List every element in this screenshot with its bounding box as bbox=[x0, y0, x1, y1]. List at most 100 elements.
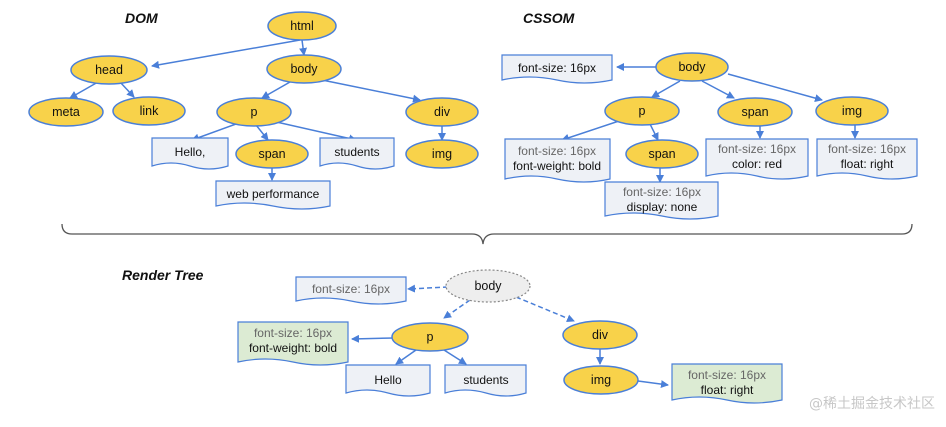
watermark: @稀土掘金技术社区 bbox=[809, 396, 935, 412]
render-node-p bbox=[391, 322, 469, 352]
cssom-box-img-line2: float: right bbox=[841, 157, 894, 171]
cssom-box-body-line1: font-size: 16px bbox=[518, 61, 596, 75]
dom-node-link-label: link bbox=[140, 104, 160, 118]
dom-node-html-label: html bbox=[290, 19, 314, 33]
edge-render-img-style bbox=[637, 380, 669, 389]
dom-node-meta bbox=[28, 97, 104, 127]
cssom-box-p bbox=[504, 138, 611, 183]
dom-node-div bbox=[405, 97, 479, 127]
render-box-p-line1: font-size: 16px bbox=[254, 326, 332, 340]
edge-render-p-students bbox=[443, 349, 467, 365]
render-node-p-label: p bbox=[427, 330, 434, 344]
dom-text-boxes: Hello, students web performance bbox=[151, 137, 395, 210]
render-box-img bbox=[671, 363, 783, 404]
cssom-node-img bbox=[815, 96, 889, 126]
edge-html-head bbox=[151, 39, 301, 69]
render-node-div-label: div bbox=[592, 328, 609, 342]
cssom-box-body bbox=[501, 54, 613, 84]
edge-render-body-p bbox=[443, 299, 471, 319]
edge-cssom-body-p bbox=[651, 80, 681, 98]
render-box-img-line2: float: right bbox=[701, 383, 754, 397]
dom-heading: DOM bbox=[125, 10, 158, 26]
edge-p-hello bbox=[191, 123, 237, 142]
dom-box-webperf bbox=[215, 180, 331, 210]
dom-node-p-label: p bbox=[251, 105, 258, 119]
render-node-img-label: img bbox=[591, 373, 611, 387]
dom-node-span-label: span bbox=[258, 147, 285, 161]
render-box-img-line1: font-size: 16px bbox=[688, 368, 766, 382]
cssom-box-p-line2: font-weight: bold bbox=[513, 159, 601, 173]
edge-render-body-style bbox=[407, 284, 449, 293]
cssom-node-body bbox=[655, 52, 729, 82]
cssom-box-span-line1: font-size: 16px bbox=[718, 142, 796, 156]
dom-box-hello-text: Hello, bbox=[175, 145, 206, 159]
edge-body-div bbox=[321, 79, 421, 103]
render-box-hello bbox=[345, 364, 431, 397]
cssom-node-body-label: body bbox=[678, 60, 706, 74]
edge-head-meta bbox=[69, 81, 99, 99]
render-nodes: body p div img bbox=[391, 269, 639, 395]
cssom-nodes: body p span img span bbox=[604, 52, 889, 169]
render-box-hello-text: Hello bbox=[374, 373, 402, 387]
dom-edges bbox=[69, 39, 446, 181]
dom-node-link bbox=[112, 96, 186, 126]
edge-cssom-p-span bbox=[649, 123, 659, 141]
cssom-box-img-line1: font-size: 16px bbox=[828, 142, 906, 156]
render-node-body-label: body bbox=[474, 279, 502, 293]
edge-head-link bbox=[119, 81, 135, 98]
cssom-node-p bbox=[604, 96, 680, 126]
render-boxes: font-size: 16px font-size: 16px font-wei… bbox=[237, 276, 783, 404]
dom-box-hello bbox=[151, 137, 229, 170]
cssom-box-p-line1: font-size: 16px bbox=[518, 144, 596, 158]
dom-node-p bbox=[216, 97, 292, 127]
cssom-node-p-label: p bbox=[639, 104, 646, 118]
edge-body-p bbox=[261, 81, 291, 99]
dom-node-html bbox=[267, 11, 337, 41]
dom-node-meta-label: meta bbox=[52, 105, 80, 119]
render-node-div bbox=[562, 320, 638, 350]
cssom-node-img-label: img bbox=[842, 104, 862, 118]
render-box-students bbox=[444, 364, 527, 397]
dom-node-img-label: img bbox=[432, 147, 452, 161]
cssom-box-span-child bbox=[604, 181, 719, 220]
dom-node-span bbox=[235, 139, 309, 169]
cssom-box-span-child-line2: display: none bbox=[627, 200, 698, 214]
merge-brace bbox=[61, 223, 913, 245]
render-box-body bbox=[295, 276, 407, 305]
edge-cssom-p-style bbox=[561, 119, 623, 142]
edge-p-students bbox=[271, 120, 357, 143]
render-box-body-line1: font-size: 16px bbox=[312, 282, 390, 296]
cssom-box-span bbox=[705, 138, 809, 180]
edge-p-span bbox=[255, 124, 269, 141]
dom-node-head-label: head bbox=[95, 63, 123, 77]
dom-node-img bbox=[405, 139, 479, 169]
edge-render-body-div bbox=[515, 296, 575, 323]
edge-html-body bbox=[299, 39, 308, 56]
render-box-p bbox=[237, 321, 349, 366]
render-box-p-line2: font-weight: bold bbox=[249, 341, 337, 355]
edge-render-p-style bbox=[351, 334, 395, 343]
dom-node-div-label: div bbox=[434, 105, 451, 119]
cssom-box-span-child-line1: font-size: 16px bbox=[623, 185, 701, 199]
dom-box-webperf-text: web performance bbox=[226, 187, 320, 201]
render-box-students-text: students bbox=[463, 373, 508, 387]
cssom-node-span-label: span bbox=[741, 105, 768, 119]
cssom-node-span-child bbox=[625, 139, 699, 169]
dom-box-students-text: students bbox=[334, 145, 379, 159]
render-node-img bbox=[563, 365, 639, 395]
cssom-box-img bbox=[816, 138, 918, 180]
cssom-node-span-child-label: span bbox=[648, 147, 675, 161]
cssom-node-span bbox=[717, 97, 793, 127]
dom-nodes: html head body meta link p div span img bbox=[28, 11, 479, 169]
edge-render-p-hello bbox=[395, 349, 417, 365]
dom-node-head bbox=[70, 55, 148, 85]
edge-cssom-body-span bbox=[701, 80, 735, 99]
render-node-body bbox=[445, 269, 531, 303]
dom-node-body-label: body bbox=[290, 62, 318, 76]
render-edges bbox=[351, 284, 669, 389]
edge-cssom-body-img bbox=[727, 73, 823, 102]
dom-box-students bbox=[319, 137, 395, 170]
cssom-edges bbox=[561, 63, 859, 183]
